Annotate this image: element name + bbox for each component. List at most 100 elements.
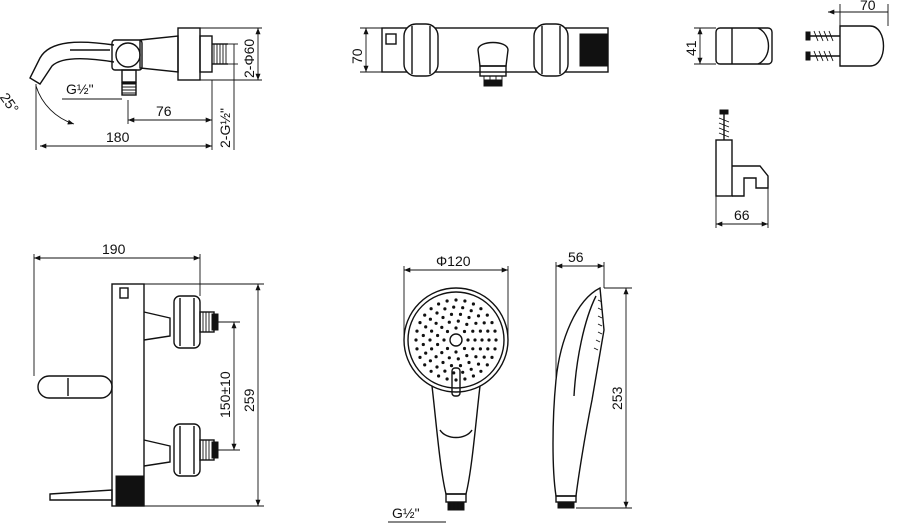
nozzle-dot <box>490 355 494 359</box>
nozzle-dot <box>454 298 458 302</box>
dim-diameter: 2-Φ60 <box>241 39 257 78</box>
nozzle-dot <box>482 355 486 359</box>
nozzle-dot <box>490 321 494 325</box>
holder-side-view: 70 <box>805 0 889 67</box>
nozzle-dot <box>452 305 456 309</box>
nozzle-dot <box>465 322 469 326</box>
nozzle-dot <box>485 363 489 367</box>
nozzle-dot <box>435 365 439 369</box>
nozzle-dot <box>437 374 441 378</box>
nozzle-pattern <box>414 298 498 382</box>
nozzle-dot <box>421 333 425 338</box>
shower-thread-label: G½" <box>392 505 420 521</box>
nozzle-dot <box>442 338 446 342</box>
nozzle-dot <box>466 338 470 342</box>
hand-shower-front-view: Φ120 G½" <box>388 253 509 523</box>
faucet-side-view: G½" 25° 76 180 2-Φ60 2-G½" <box>0 27 262 150</box>
nozzle-dot <box>435 311 439 315</box>
nozzle-dot <box>430 329 434 333</box>
nozzle-dot <box>493 347 497 351</box>
nozzle-dot <box>445 346 450 351</box>
nozzle-dot <box>449 312 454 316</box>
nozzle-dot <box>454 350 458 354</box>
nozzle-dot <box>440 351 444 355</box>
nozzle-dot <box>487 338 491 342</box>
nozzle-dot <box>447 320 451 324</box>
dim-front-height: 70 <box>349 48 365 64</box>
dim-76: 76 <box>156 103 172 119</box>
nozzle-dot <box>456 357 460 361</box>
nozzle-dot <box>476 362 481 366</box>
mixer-side-view: 190 150±10 259 <box>33 241 264 507</box>
nozzle-dot <box>482 321 486 325</box>
nozzle-dot <box>449 364 454 368</box>
nozzle-dot <box>458 312 463 316</box>
nozzle-dot <box>456 319 460 323</box>
nozzle-dot <box>436 342 440 347</box>
nozzle-dot <box>424 351 428 355</box>
nozzle-dot <box>415 329 419 333</box>
nozzle-dot <box>494 338 498 342</box>
nozzle-dot <box>441 315 445 320</box>
wall-holder-view: 66 <box>715 109 769 228</box>
angle-label: 25° <box>0 90 22 117</box>
nozzle-dot <box>423 363 427 367</box>
nozzle-dot <box>474 321 478 325</box>
nozzle-dot <box>443 307 447 311</box>
dim-shower-diameter: Φ120 <box>436 253 471 269</box>
dim-shower-length: 253 <box>609 386 625 410</box>
nozzle-dot <box>443 369 447 373</box>
screw-icon <box>718 109 730 140</box>
nozzle-dot <box>485 313 489 317</box>
nozzle-dot <box>424 325 428 329</box>
nozzle-dot <box>445 299 449 303</box>
nozzle-dot <box>461 370 465 374</box>
nozzle-dot <box>429 369 433 373</box>
dim-spacing: 150±10 <box>217 371 233 418</box>
nozzle-dot <box>423 313 427 317</box>
nozzle-dot <box>471 347 475 351</box>
nozzle-dot <box>462 329 467 334</box>
nozzle-dot <box>474 355 478 359</box>
nozzle-dot <box>479 369 483 373</box>
dim-180: 180 <box>106 129 130 145</box>
nozzle-dot <box>467 360 471 365</box>
dim-mixer-width: 190 <box>102 241 126 257</box>
nozzle-dot <box>476 314 481 318</box>
nozzle-dot <box>486 329 490 333</box>
nozzle-dot <box>447 356 451 360</box>
nozzle-dot <box>479 307 483 311</box>
screw-icon <box>805 30 840 62</box>
nozzle-dot <box>458 364 463 368</box>
nozzle-dot <box>469 309 473 313</box>
nozzle-dot <box>428 317 432 321</box>
nozzle-dot <box>469 367 473 371</box>
nozzle-dot <box>418 355 422 359</box>
nozzle-dot <box>462 346 467 351</box>
nozzle-dot <box>415 347 419 351</box>
nozzle-dot <box>434 355 438 359</box>
faucet-front-view: 70 <box>349 23 609 87</box>
nozzle-dot <box>463 377 467 381</box>
dim-wall-holder-width: 66 <box>734 207 750 223</box>
nozzle-dot <box>471 374 475 378</box>
holder-front-view: 41 <box>683 27 773 65</box>
nozzle-dot <box>454 326 458 330</box>
inlet-thread-label: G½" <box>66 81 94 97</box>
nozzle-dot <box>454 378 458 382</box>
nozzle-dot <box>467 315 471 320</box>
nozzle-dot <box>445 377 449 381</box>
nozzle-dot <box>437 302 441 306</box>
nozzle-dot <box>428 338 432 342</box>
nozzle-dot <box>463 299 467 303</box>
nozzle-dot <box>465 354 469 358</box>
nozzle-dot <box>478 329 482 333</box>
nozzle-dot <box>452 371 456 375</box>
nozzle-dot <box>471 329 475 333</box>
hand-shower-side-view: 56 253 <box>552 249 632 509</box>
nozzle-dot <box>421 342 425 347</box>
nozzle-dot <box>441 360 445 365</box>
nozzle-dot <box>434 321 438 325</box>
dim-mixer-height: 259 <box>241 388 257 412</box>
